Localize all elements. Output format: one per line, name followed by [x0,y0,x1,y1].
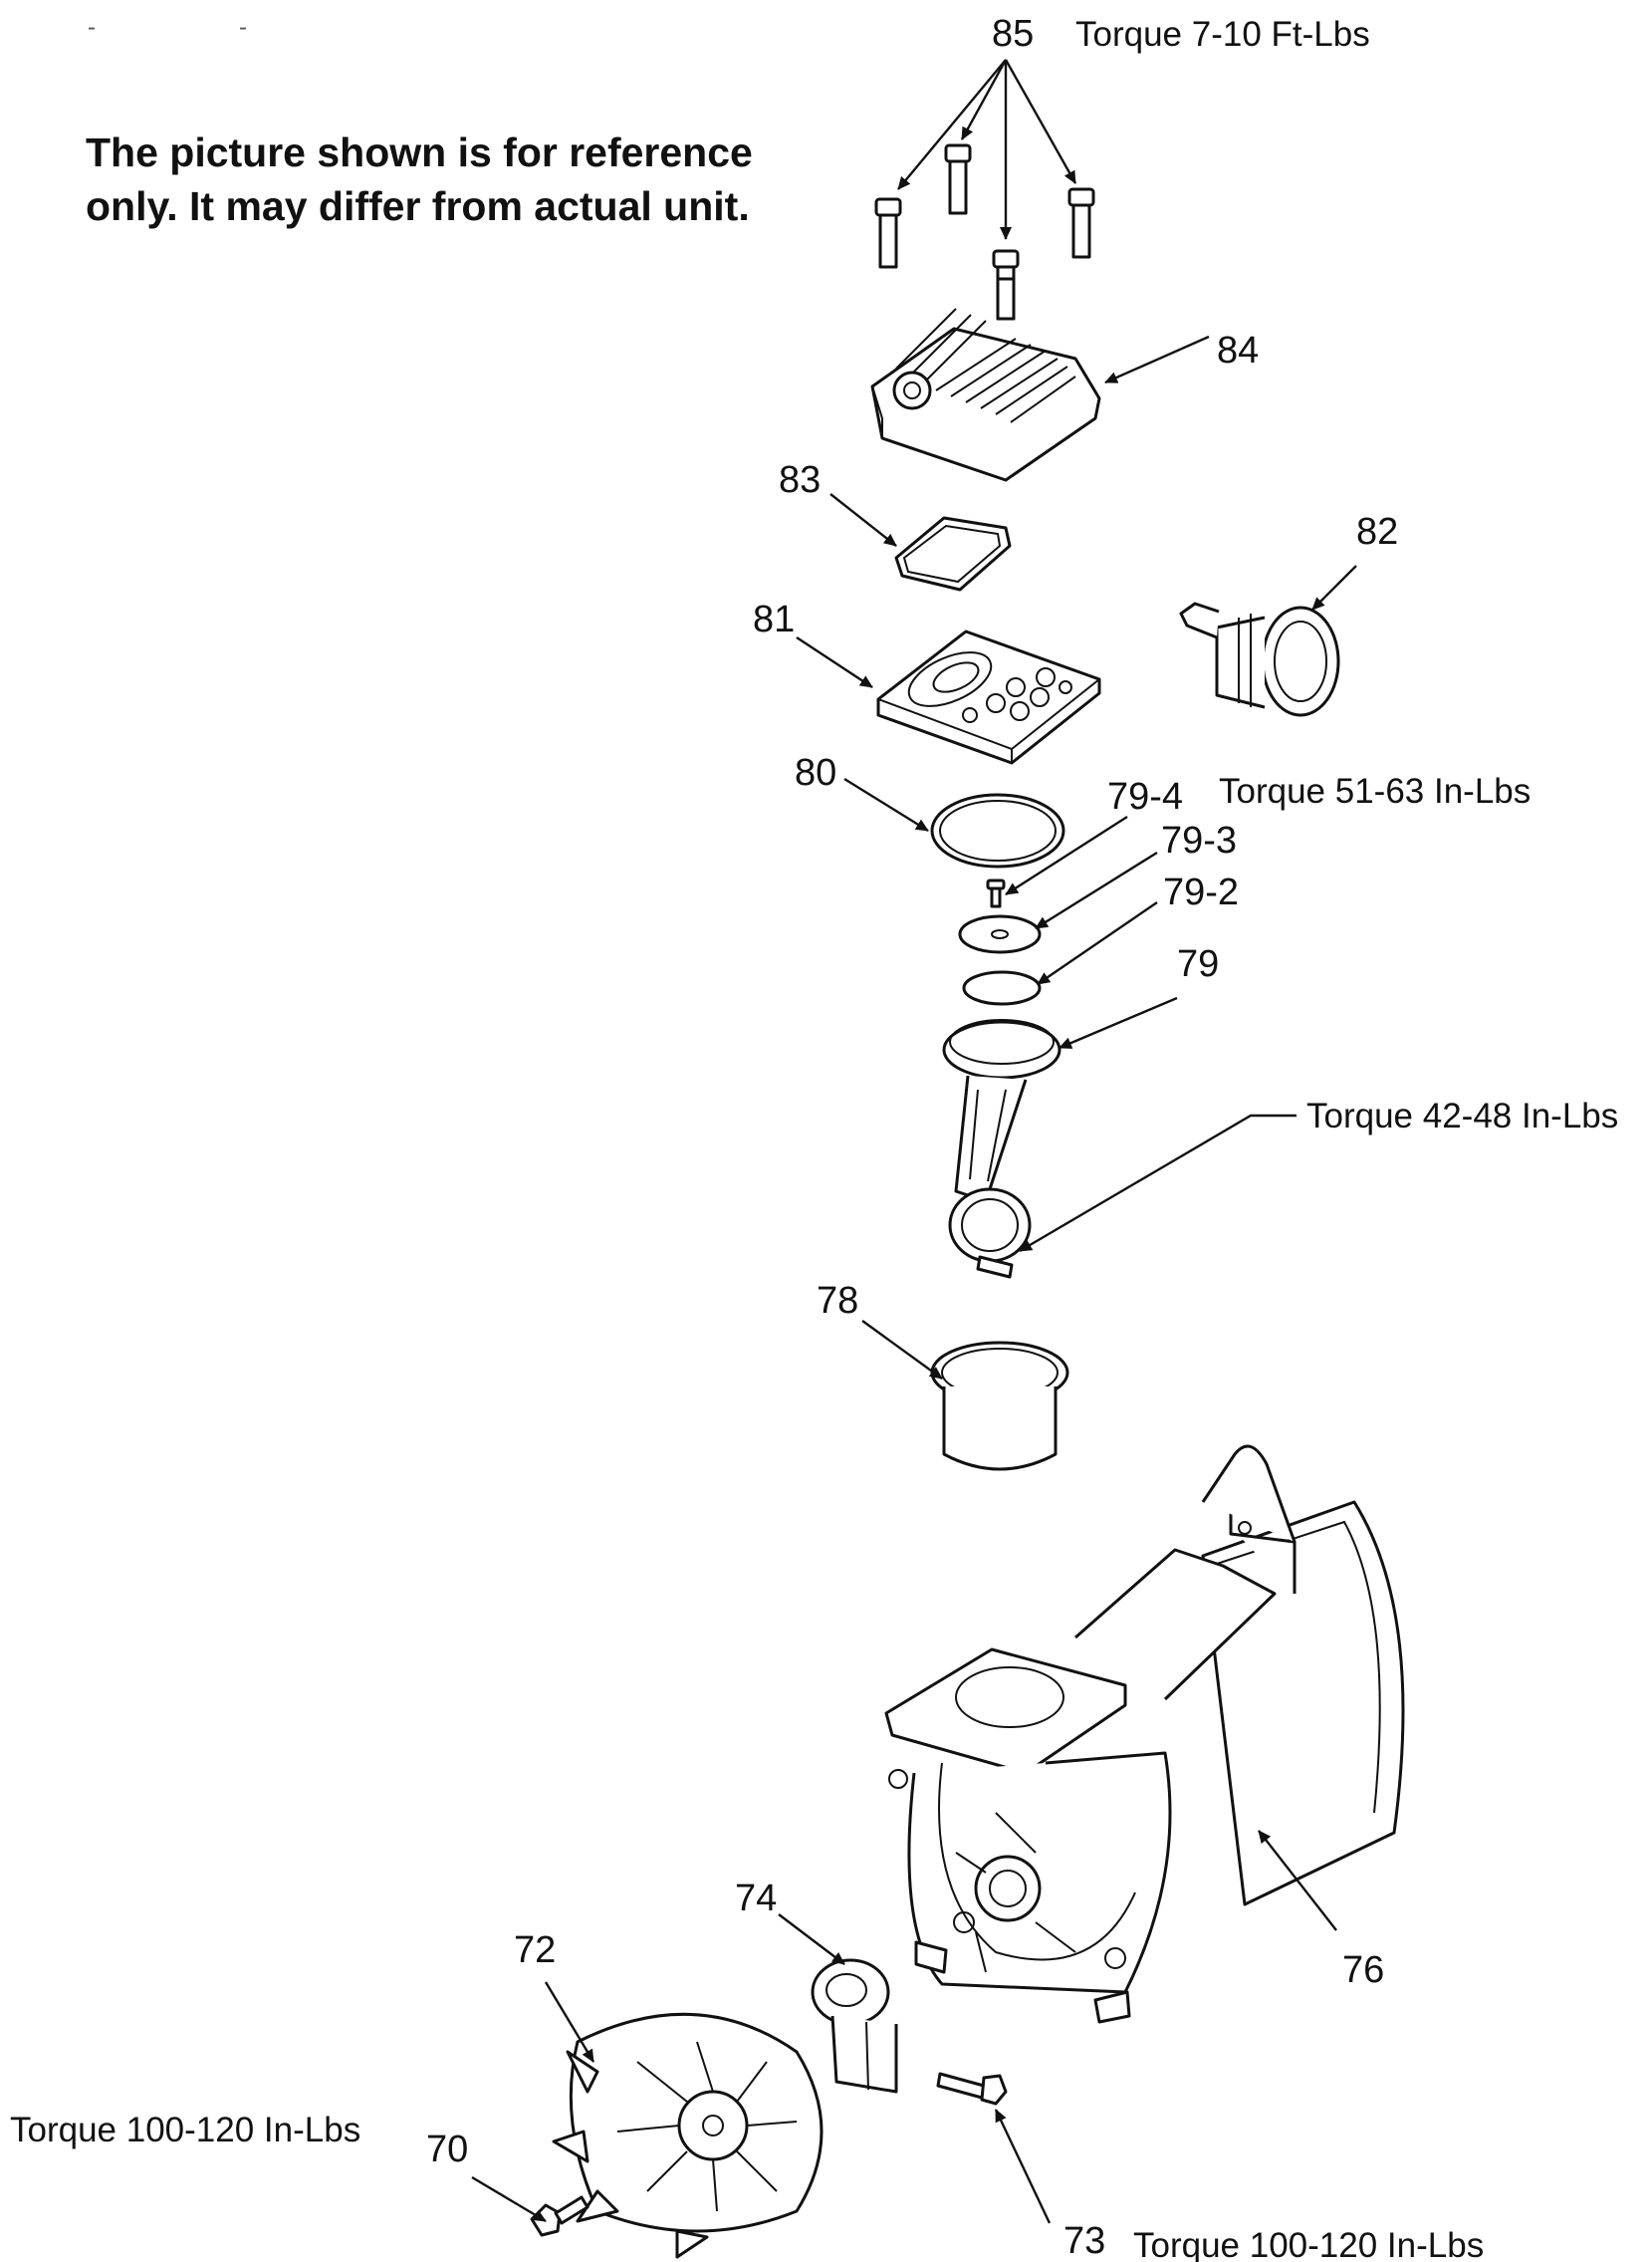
leader-74 [778,1913,845,1965]
part-82-valve-assembly [1179,602,1340,717]
callout-79: 79 [1177,943,1219,985]
part-81-valve-plate [876,629,1101,765]
part-76-motor-crankcase [884,1444,1405,2024]
torque-70: Torque 100-120 In-Lbs [10,2111,360,2149]
torque-rod: Torque 42-48 In-Lbs [1306,1097,1618,1135]
leader-79 [1059,996,1178,1050]
leader-82 [1311,565,1357,611]
leader-70 [471,2175,547,2223]
torque-85: Torque 7-10 Ft-Lbs [1075,15,1370,54]
leader-79-2 [1037,901,1158,985]
callout-78: 78 [817,1280,858,1322]
leader-rod-torque [1019,1114,1297,1253]
callout-79-4: 79-4 [1107,776,1183,818]
corner-mark-left: - [88,14,96,41]
callout-83: 83 [779,459,821,501]
callout-81: 81 [753,599,795,640]
bolt-3 [1067,187,1095,259]
callout-74: 74 [735,1878,777,1919]
leader-83 [829,493,897,547]
part-84-cylinder-head [870,277,1101,482]
callout-70: 70 [426,2129,468,2170]
leader-73 [994,2109,1052,2224]
leader-78 [861,1320,943,1380]
part-74-bracket [811,1958,898,2094]
reference-note-line-1: The picture shown is for reference [86,129,753,175]
leader-85d [1004,59,1077,184]
part-85-bolts [874,143,1095,321]
torque-79-4: Torque 51-63 In-Lbs [1219,772,1531,811]
leader-85b [960,59,1008,140]
part-79-4-screw [986,879,1006,908]
leader-79-3 [1035,851,1158,930]
leader-84 [1104,335,1210,384]
bolt-2 [944,143,972,215]
callout-73: 73 [1063,2220,1105,2262]
part-79-connecting-rod [942,1019,1062,1279]
leader-81 [796,635,873,689]
leader-85a [897,59,1007,190]
leader-76 [1258,1830,1337,1931]
part-78-bearing [930,1341,1069,1471]
part-72-fan [552,2012,824,2259]
callout-76: 76 [1342,1949,1384,1991]
callout-85: 85 [992,13,1034,55]
torque-73: Torque 100-120 In-Lbs [1133,2226,1484,2262]
callout-84: 84 [1217,330,1259,372]
callout-72: 72 [514,1929,556,1971]
part-79-2-cup [962,970,1042,1006]
part-83-gasket [894,516,1012,592]
part-73-bolt [936,2072,1008,2106]
leader-72 [544,1981,595,2063]
callout-79-3: 79-3 [1161,820,1237,862]
callout-82: 82 [1356,511,1398,553]
corner-mark-right: - [239,14,247,41]
callout-80: 80 [795,752,836,794]
leader-79-4 [1005,815,1128,896]
part-80-o-ring [930,793,1065,869]
part-79-3-retainer [958,914,1042,954]
bolt-1 [874,197,902,269]
leader-80 [843,777,929,833]
reference-note: The picture shown is for reference only.… [86,126,842,233]
callout-79-2: 79-2 [1163,872,1239,913]
reference-note-line-2: only. It may differ from actual unit. [86,183,750,229]
